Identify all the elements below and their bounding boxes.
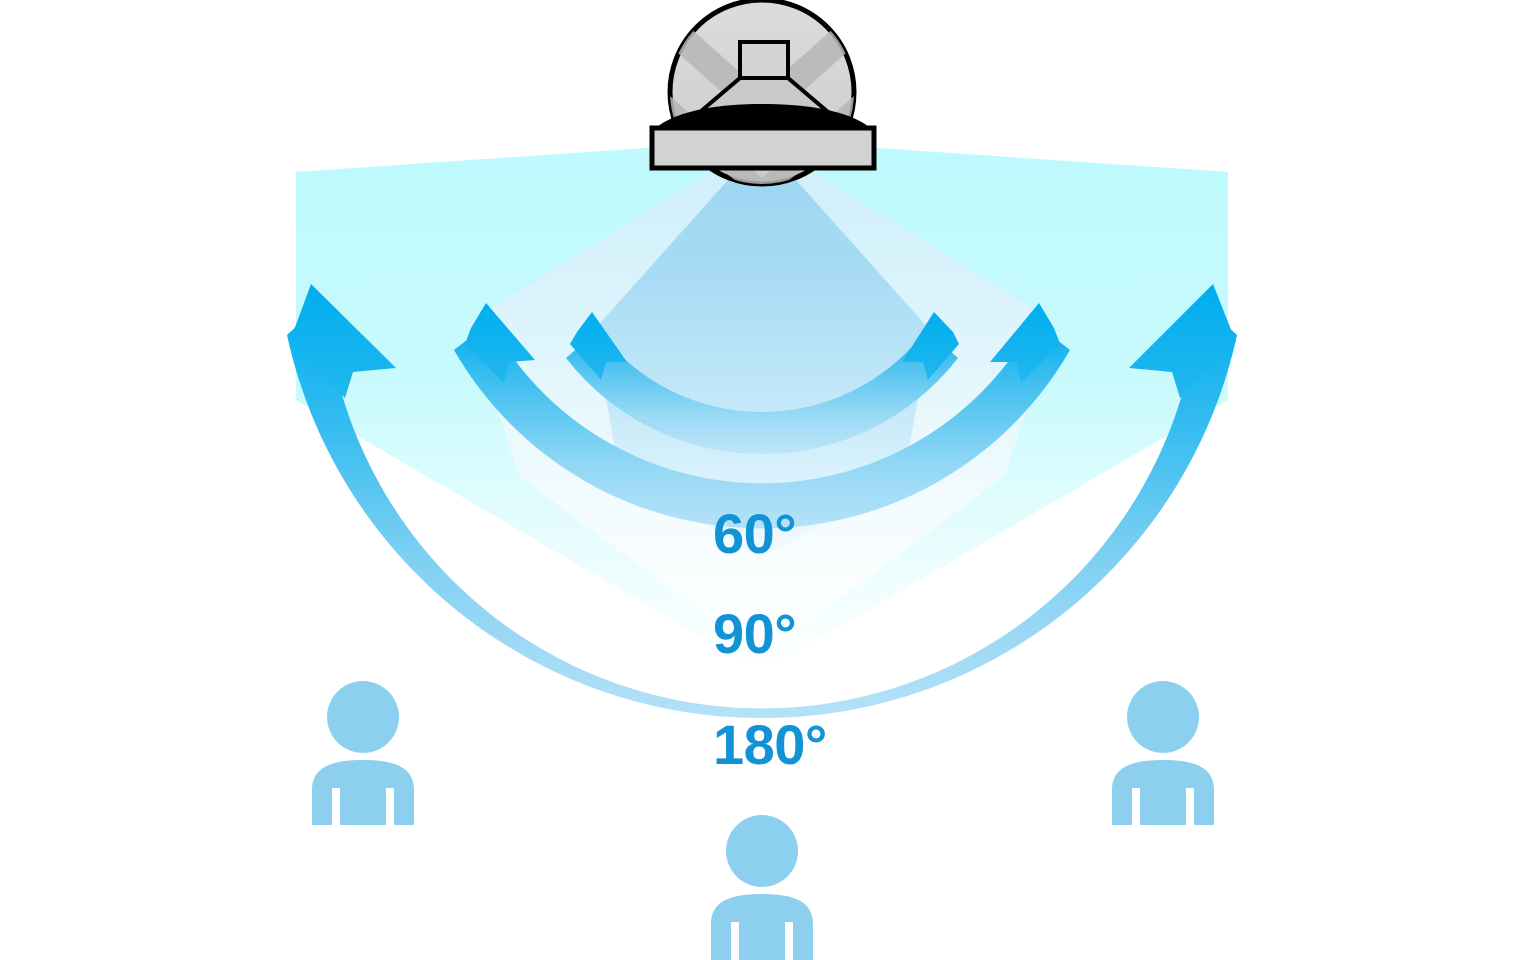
sensor-skirt	[652, 104, 874, 132]
arrow-outer-left	[289, 284, 396, 398]
angle-label-90: 90°	[713, 602, 797, 665]
sensor-collar	[649, 125, 877, 171]
ceiling-motion-sensor	[649, 0, 877, 187]
person-body	[312, 760, 414, 825]
people-group	[312, 681, 1214, 960]
person-left	[312, 681, 414, 825]
person-head	[726, 815, 798, 887]
angle-label-60: 60°	[713, 502, 797, 565]
arrow-inner-left	[570, 312, 627, 380]
person-body	[711, 894, 813, 960]
person-head	[327, 681, 399, 753]
arrow-outer-right	[1129, 284, 1236, 398]
fan-60	[594, 142, 930, 560]
person-body	[1112, 760, 1214, 825]
arrow-heads	[289, 284, 1236, 398]
arrow-inner-right	[902, 312, 959, 380]
arc-band-60	[566, 330, 958, 455]
arrow-middle-left	[465, 303, 535, 383]
person-center	[711, 815, 813, 960]
detection-fans	[296, 140, 1228, 672]
person-head	[1127, 681, 1199, 753]
arc-band-90	[454, 322, 1070, 529]
detection-arcs	[287, 300, 1237, 719]
arrow-middle-right	[990, 303, 1060, 383]
person-right	[1112, 681, 1214, 825]
angle-label-180: 180°	[713, 713, 827, 776]
